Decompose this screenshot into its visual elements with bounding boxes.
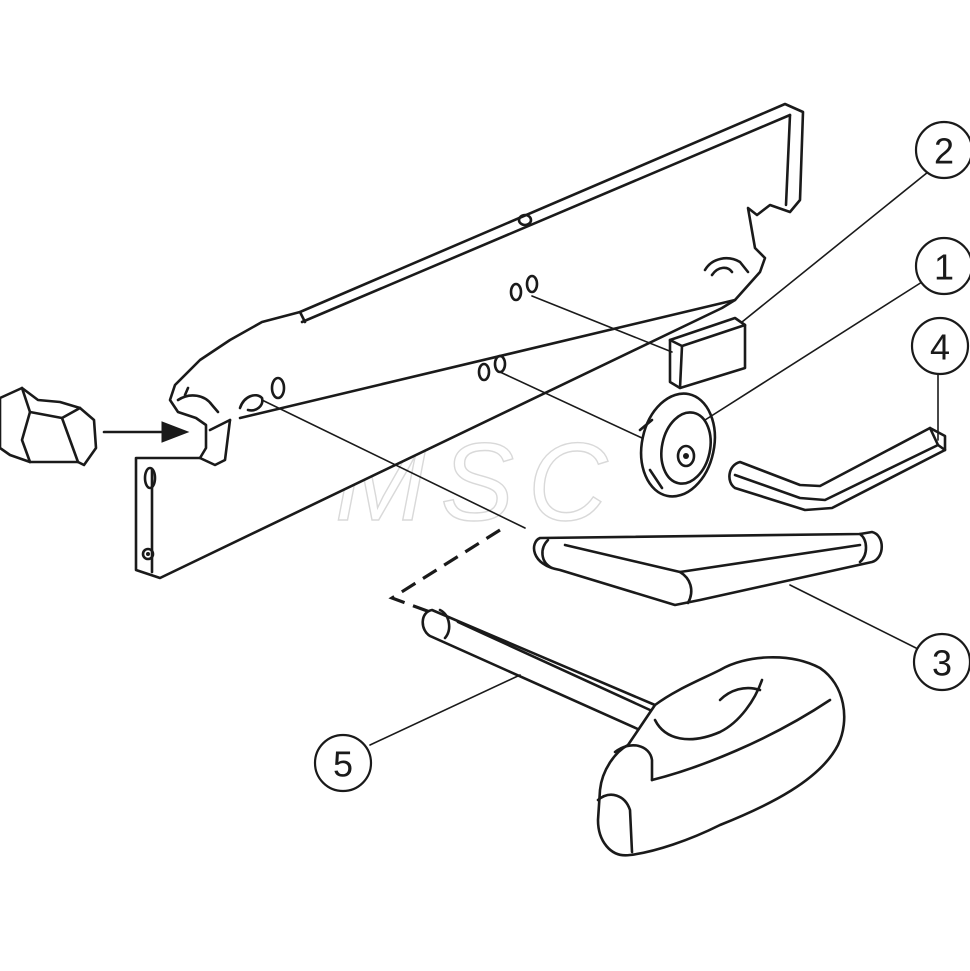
callout-3-label: 3 bbox=[932, 643, 952, 684]
callout-1: 1 bbox=[914, 236, 970, 296]
callout-5-label: 5 bbox=[333, 744, 353, 785]
callout-4-label: 4 bbox=[930, 327, 950, 368]
assembly-line-pin bbox=[261, 399, 526, 529]
assembly-line-pad bbox=[531, 295, 673, 353]
part-3-pin bbox=[532, 530, 884, 607]
part-4-hex-key bbox=[728, 426, 947, 512]
assembly-line-screw bbox=[499, 371, 643, 439]
part-5-t-handle-wrench bbox=[421, 608, 846, 857]
callout-4: 4 bbox=[910, 316, 970, 376]
callout-1-label: 1 bbox=[934, 247, 954, 288]
part-2-pad bbox=[668, 316, 747, 390]
callout-2-label: 2 bbox=[934, 131, 954, 172]
tool-blade bbox=[134, 102, 805, 580]
dashed-link-line bbox=[388, 528, 501, 614]
cutting-insert bbox=[0, 386, 98, 467]
insertion-arrow bbox=[102, 421, 190, 443]
part-1-screw bbox=[638, 392, 717, 498]
leader-3 bbox=[789, 584, 921, 651]
leader-5 bbox=[369, 674, 521, 746]
callout-5: 5 bbox=[313, 733, 373, 793]
callout-3: 3 bbox=[912, 632, 970, 692]
callout-2: 2 bbox=[914, 120, 970, 180]
leader-1 bbox=[704, 281, 923, 421]
leader-2 bbox=[741, 171, 929, 323]
